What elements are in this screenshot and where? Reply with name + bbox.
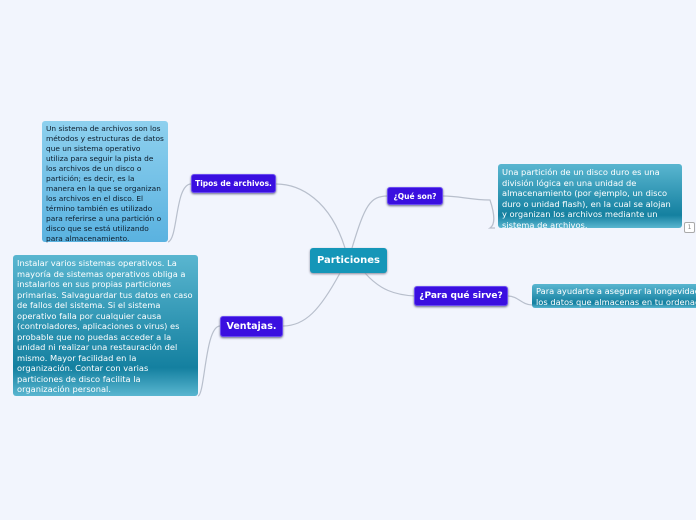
note-line: Para ayudarte a asegurar la longevidad d… [536, 286, 696, 296]
topic-tipos-de-archivos[interactable]: Tipos de archivos. [191, 174, 276, 193]
topic-ventajas[interactable]: Ventajas. [220, 316, 283, 337]
note-ventajas: Instalar varios sistemas operativos. La … [13, 255, 198, 396]
note-que-son: Una partición de un disco duro es una di… [498, 164, 682, 230]
comment-count-badge[interactable]: 1 [684, 222, 695, 233]
topic-que-son[interactable]: ¿Qué son? [387, 187, 443, 205]
topic-para-que-sirve[interactable]: ¿Para qué sirve? [414, 286, 508, 306]
note-line: los datos que almacenas en tu ordenador [536, 296, 696, 307]
central-topic-particiones[interactable]: Particiones [310, 248, 387, 273]
note-tipos-de-archivos: Un sistema de archivos son los métodos y… [42, 121, 168, 243]
note-para-que-sirve: Para ayudarte a asegurar la longevidad d… [532, 284, 696, 308]
